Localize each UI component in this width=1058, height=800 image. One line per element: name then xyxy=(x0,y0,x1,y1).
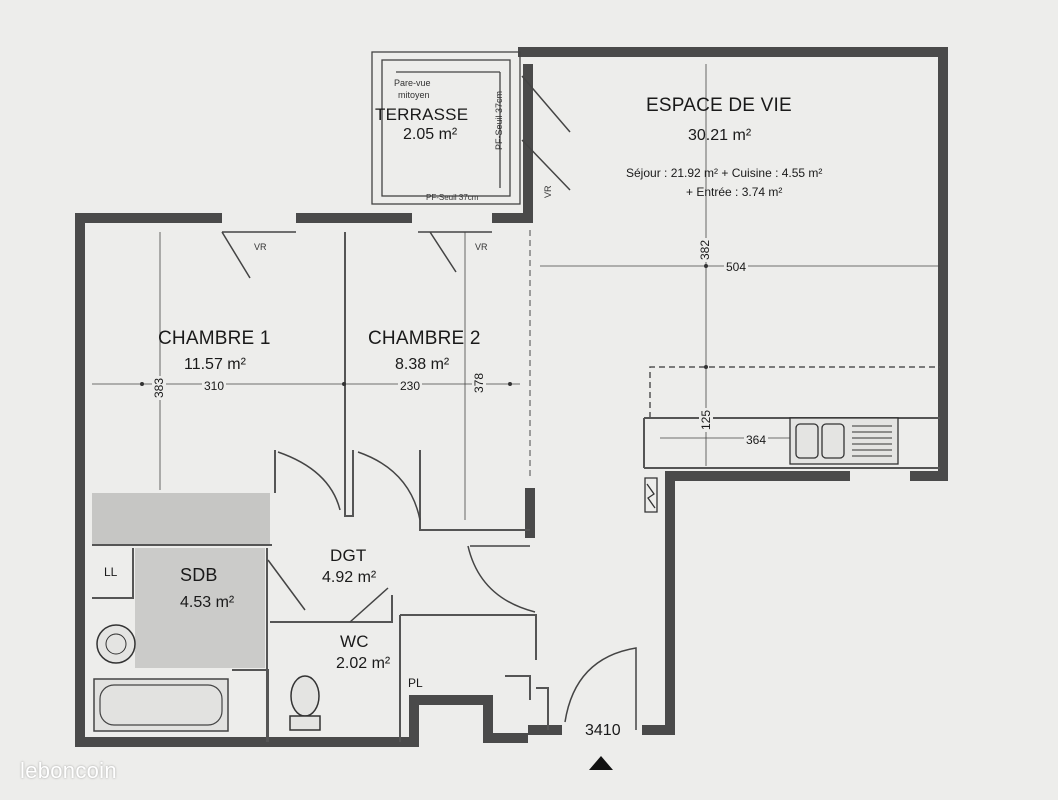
bathtub-inner xyxy=(99,684,223,726)
dim-bedroom-1-width: 310 xyxy=(202,379,227,393)
dim-bedroom-1-height: 383 xyxy=(152,375,166,400)
living-room-detail-2: + Entrée : 3.74 m² xyxy=(686,185,783,199)
bedroom-2-name: CHAMBRE 2 xyxy=(368,328,481,349)
hallway-area: 4.92 m² xyxy=(322,569,377,586)
electric-panel-icon xyxy=(644,477,658,513)
wc-area: 2.02 m² xyxy=(336,655,391,672)
bedroom-1-name: CHAMBRE 1 xyxy=(158,328,271,349)
terrace-name: TERRASSE xyxy=(375,105,469,124)
bathtub xyxy=(93,678,229,732)
toilet-tank xyxy=(289,715,321,731)
terrace-mitoyen: mitoyen xyxy=(398,90,430,100)
living-room-name: ESPACE DE VIE xyxy=(646,95,792,116)
terrace-seuil-bottom: PF-Seuil 37cm xyxy=(426,193,479,202)
terrace-pare-vue: Pare-vue xyxy=(394,78,431,88)
vr-label-2: VR xyxy=(475,242,488,252)
wc-name: WC xyxy=(340,632,369,651)
pl-label: PL xyxy=(408,676,423,690)
sdb-floor-fill xyxy=(135,548,265,668)
ll-label: LL xyxy=(104,565,118,579)
hallway-name: DGT xyxy=(330,546,367,565)
doors xyxy=(221,75,637,730)
washbasin-drain xyxy=(105,633,127,655)
dim-bedroom-2-height: 378 xyxy=(472,370,486,395)
entrance-arrow-icon xyxy=(589,756,613,770)
dim-living-height: 382 xyxy=(698,237,712,262)
terrace-area: 2.05 m² xyxy=(403,126,458,143)
bathroom-name: SDB xyxy=(180,565,218,585)
vr-label-3: VR xyxy=(543,185,553,198)
living-room-detail-1: Séjour : 21.92 m² + Cuisine : 4.55 m² xyxy=(626,166,823,180)
toilet xyxy=(290,675,320,717)
vr-label-1: VR xyxy=(254,242,267,252)
terrace-seuil-right: PF-Seuil 37cm xyxy=(494,90,504,150)
terrace-structure xyxy=(371,51,521,205)
leboncoin-watermark: leboncoin xyxy=(20,758,117,783)
partitions xyxy=(92,232,940,742)
dim-living-width: 504 xyxy=(724,260,749,274)
sdb-storage-fill xyxy=(92,493,270,545)
dim-kitchen-width: 364 xyxy=(744,433,769,447)
bathroom-area: 4.53 m² xyxy=(180,594,235,611)
bedroom-2-area: 8.38 m² xyxy=(395,356,450,373)
kitchen-counter-dashed xyxy=(649,366,940,418)
dim-bedroom-2-width: 230 xyxy=(398,379,423,393)
living-room-area: 30.21 m² xyxy=(688,127,752,144)
bedroom-1-area: 11.57 m² xyxy=(184,356,246,373)
washbasin xyxy=(96,624,136,664)
kitchen-sink xyxy=(789,417,899,465)
door-code: 3410 xyxy=(585,722,621,739)
dim-kitchen-depth: 125 xyxy=(699,407,713,432)
